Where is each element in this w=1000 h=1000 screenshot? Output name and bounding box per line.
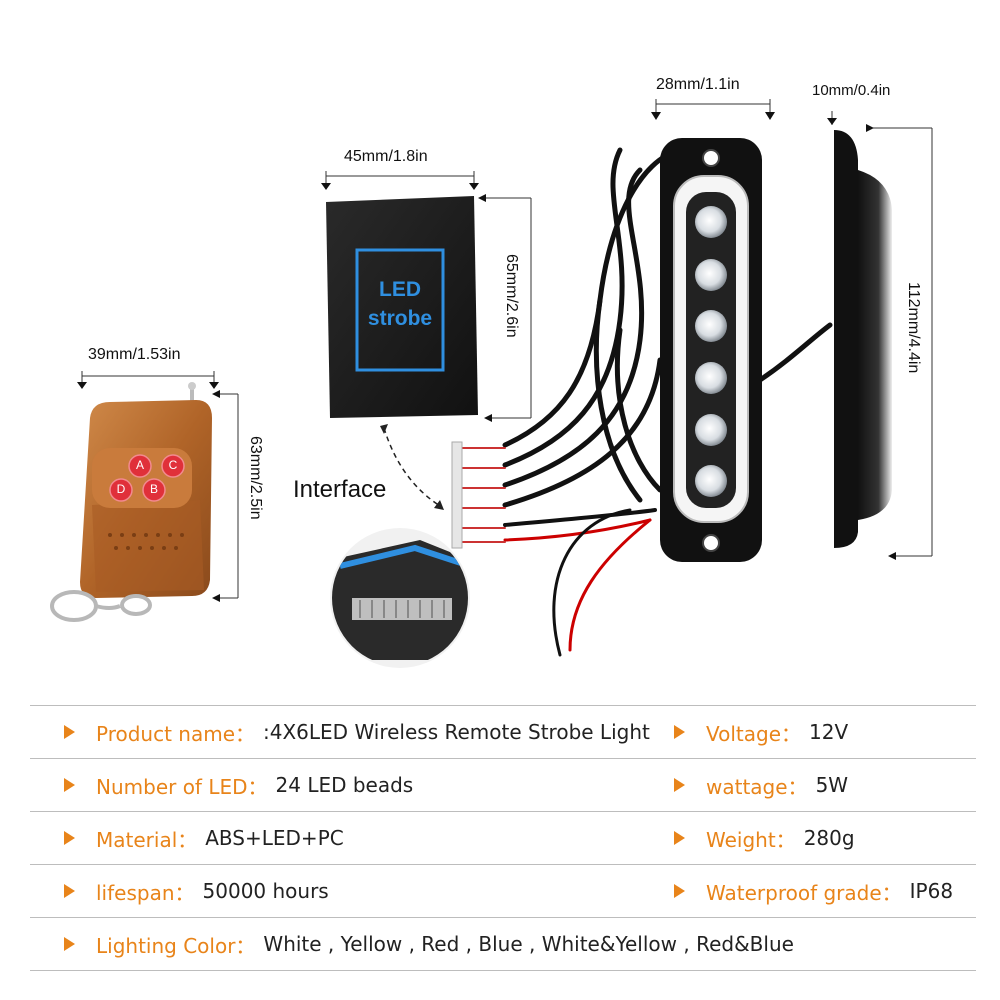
spec-label: Product name： bbox=[96, 721, 256, 746]
wires bbox=[451, 147, 833, 657]
controller-label-line2: strobe bbox=[367, 307, 433, 330]
spec-label: wattage： bbox=[706, 774, 808, 799]
remote-width-label: 39mm/1.53in bbox=[88, 346, 181, 363]
spec-value: White , Yellow , Red , Blue , White&Yell… bbox=[263, 932, 794, 956]
arrow-icon bbox=[64, 937, 75, 951]
spec-left: Lighting Color： White , Yellow , Red , B… bbox=[64, 918, 794, 970]
spec-label: lifespan： bbox=[96, 880, 195, 905]
remote-button-a: A bbox=[135, 458, 144, 472]
spec-right: Waterproof grade： IP68 bbox=[674, 865, 953, 917]
spec-label: Number of LED： bbox=[96, 774, 268, 799]
remote-button-d: D bbox=[116, 482, 126, 496]
spec-row: Material： ABS+LED+PC Weight： 280g bbox=[30, 811, 976, 864]
spec-value: IP68 bbox=[909, 879, 954, 903]
spec-row: Lighting Color： White , Yellow , Red , B… bbox=[30, 917, 976, 971]
spec-row: lifespan： 50000 hours Waterproof grade： … bbox=[30, 864, 976, 917]
controller-box bbox=[326, 196, 478, 418]
led-beads bbox=[695, 206, 727, 497]
spec-value: :4X6LED Wireless Remote Strobe Light bbox=[263, 720, 650, 744]
spec-table: Product name： :4X6LED Wireless Remote St… bbox=[30, 705, 976, 971]
spec-label: Material： bbox=[96, 827, 198, 852]
box-height-label: 65mm/2.6in bbox=[503, 254, 520, 338]
light-head bbox=[660, 138, 762, 562]
spec-value: 280g bbox=[803, 826, 855, 850]
controller-label-line1: LED bbox=[379, 278, 421, 301]
spec-right: Weight： 280g bbox=[674, 812, 855, 864]
light-width-label: 28mm/1.1in bbox=[656, 76, 740, 93]
remote-button-b: B bbox=[149, 482, 158, 496]
arrow-icon bbox=[674, 725, 685, 739]
interface-closeup bbox=[330, 528, 470, 668]
spec-left: Product name： :4X6LED Wireless Remote St… bbox=[64, 706, 650, 758]
controller-label: LED strobe bbox=[357, 275, 443, 333]
arrow-icon bbox=[64, 831, 75, 845]
arrow-icon bbox=[674, 778, 685, 792]
arrow-icon bbox=[64, 725, 75, 739]
spec-label: Waterproof grade： bbox=[706, 880, 902, 905]
spec-right: Voltage： 12V bbox=[674, 706, 848, 758]
arrow-icon bbox=[64, 778, 75, 792]
arrow-icon bbox=[674, 884, 685, 898]
spec-label: Weight： bbox=[706, 827, 796, 852]
interface-label: Interface bbox=[293, 476, 387, 503]
light-head-side bbox=[834, 130, 892, 548]
spec-value: 5W bbox=[815, 773, 849, 797]
spec-value: 12V bbox=[809, 720, 849, 744]
spec-row: Number of LED： 24 LED beads wattage： 5W bbox=[30, 758, 976, 811]
spec-row: Product name： :4X6LED Wireless Remote St… bbox=[30, 705, 976, 758]
remote-control bbox=[50, 382, 212, 622]
spec-left: Material： ABS+LED+PC bbox=[64, 812, 344, 864]
spec-value: 50000 hours bbox=[202, 879, 329, 903]
box-width-dimension bbox=[325, 171, 475, 188]
product-drawing bbox=[50, 99, 933, 668]
spec-value: ABS+LED+PC bbox=[205, 826, 344, 850]
arrow-icon bbox=[64, 884, 75, 898]
box-height-dimension bbox=[484, 197, 532, 419]
spec-label: Lighting Color： bbox=[96, 933, 256, 958]
product-illustration: 45mm/1.8in 65mm/2.6in 39mm/1.53in 63mm/2… bbox=[50, 76, 933, 668]
light-depth-label: 10mm/0.4in bbox=[812, 82, 891, 99]
spec-right: wattage： 5W bbox=[674, 759, 848, 811]
box-width-label: 45mm/1.8in bbox=[344, 148, 428, 165]
spec-value: 24 LED beads bbox=[275, 773, 414, 797]
spec-left: lifespan： 50000 hours bbox=[64, 865, 329, 917]
light-height-label: 112mm/4.4in bbox=[905, 282, 922, 374]
remote-height-label: 63mm/2.5in bbox=[247, 436, 264, 520]
arrow-icon bbox=[674, 831, 685, 845]
remote-button-c: C bbox=[168, 458, 178, 472]
spec-label: Voltage： bbox=[706, 721, 802, 746]
spec-left: Number of LED： 24 LED beads bbox=[64, 759, 413, 811]
